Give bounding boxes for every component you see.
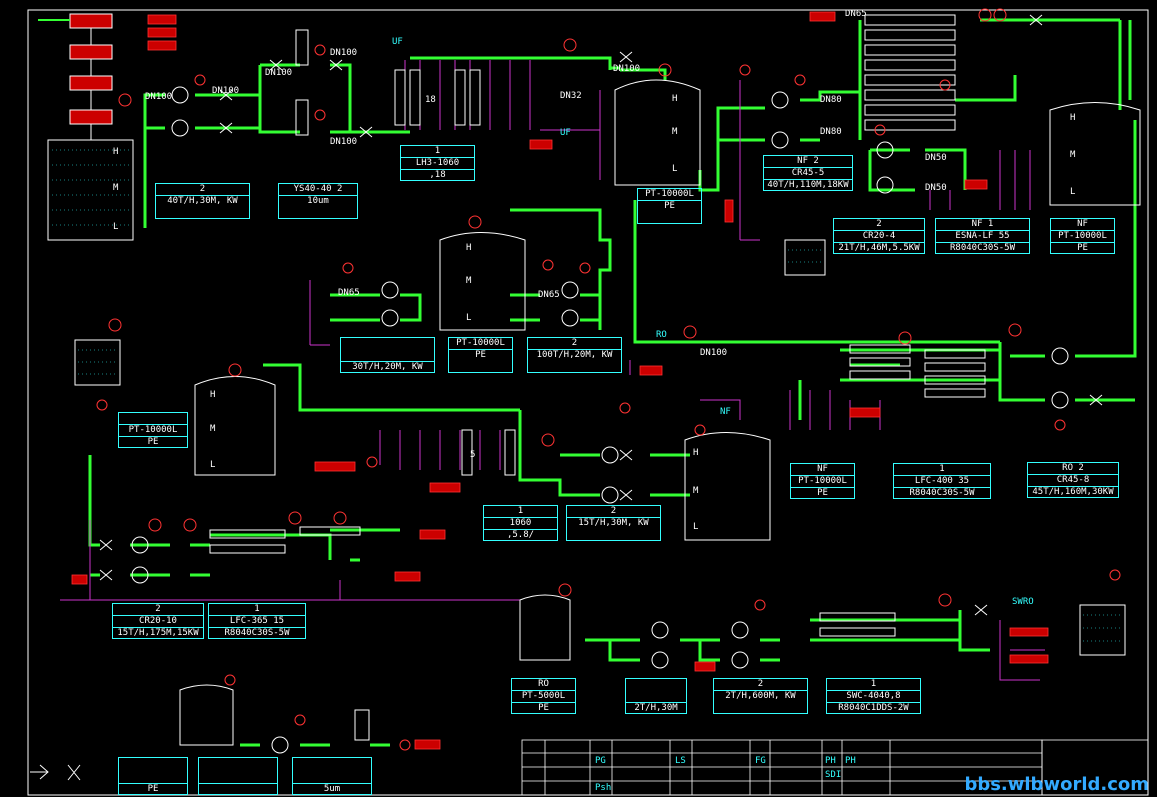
label-dn65-b: DN65 — [338, 288, 360, 298]
level-m-uf-tank: M — [672, 127, 678, 137]
left-flow-chain — [38, 13, 113, 140]
label-dn100-a: DN100 — [330, 48, 358, 58]
label-rate-18: 18 — [425, 95, 436, 105]
main-pipes — [88, 18, 1137, 747]
level-l-mid-tank: L — [466, 313, 472, 323]
svg-text:PH: PH — [845, 756, 856, 766]
alarm-tags — [71, 11, 1049, 750]
spec-bottom-tank: PE — [118, 757, 188, 795]
svg-text:LS: LS — [675, 756, 686, 766]
level-h-uf-tank: H — [672, 94, 678, 104]
label-dn50-b: DN50 — [925, 183, 947, 193]
label-dn50-a: DN50 — [925, 153, 947, 163]
level-l-uf-tank: L — [672, 164, 678, 174]
level-h-left-tank: H — [210, 390, 216, 400]
level-h-nf2-tank: H — [693, 448, 699, 458]
label-rate-5: 5 — [470, 450, 476, 460]
label-dn65-c: DN65 — [538, 290, 560, 300]
water-fill — [52, 149, 1122, 642]
label-dn100-e: DN100 — [330, 137, 358, 147]
svg-text:SDI: SDI — [825, 770, 841, 780]
label-dn100-g: DN100 — [700, 348, 728, 358]
label-dn80-b: DN80 — [820, 127, 842, 137]
label-dn32: DN32 — [560, 91, 582, 101]
label-dn80-a: DN80 — [820, 95, 842, 105]
svg-text:PG: PG — [595, 756, 606, 766]
valves — [99, 14, 1103, 616]
level-m-nf2-tank: M — [693, 486, 699, 496]
legend-table — [521, 739, 1149, 796]
label-uf-a: UF — [392, 37, 403, 47]
instruments — [96, 8, 1121, 751]
legend-codes: PG Psh LS FG PH SDI PH — [595, 756, 856, 793]
label-dn100-b: DN100 — [145, 92, 173, 102]
spec-bottom-filter: 5um — [292, 757, 372, 795]
svg-text:FG: FG — [755, 756, 766, 766]
svg-text:Psh: Psh — [595, 783, 611, 793]
north-marker — [30, 764, 81, 781]
membrane-arrays — [209, 14, 986, 741]
watermark: bbs.wlbworld.com — [964, 774, 1149, 795]
label-dn100-d: DN100 — [265, 68, 293, 78]
level-l-raw-tank: L — [113, 222, 119, 232]
level-l-left-tank: L — [210, 460, 216, 470]
level-l-nf-tank: L — [1070, 187, 1076, 197]
spec-pump-2t: 2T/H,30M — [625, 678, 687, 714]
level-m-raw-tank: M — [113, 183, 119, 193]
pumps — [131, 86, 1069, 754]
label-ro: RO — [656, 330, 667, 340]
level-m-nf-tank: M — [1070, 150, 1076, 160]
level-m-left-tank: M — [210, 424, 216, 434]
label-swro: SWRO — [1012, 597, 1034, 607]
level-h-mid-tank: H — [466, 243, 472, 253]
label-dn100-c: DN100 — [212, 86, 240, 96]
label-dn100-f: DN100 — [613, 64, 641, 74]
level-h-nf-tank: H — [1070, 113, 1076, 123]
level-h-raw-tank: H — [113, 147, 119, 157]
spec-bottom-pump — [198, 757, 278, 795]
label-nf: NF — [720, 407, 731, 417]
label-dn65-top: DN65 — [845, 9, 867, 19]
level-l-nf2-tank: L — [693, 522, 699, 532]
spec-pump-30t: 30T/H,20M, KW — [340, 337, 435, 373]
level-m-mid-tank: M — [466, 276, 472, 286]
svg-text:PH: PH — [825, 756, 836, 766]
label-uf-b: UF — [560, 128, 571, 138]
